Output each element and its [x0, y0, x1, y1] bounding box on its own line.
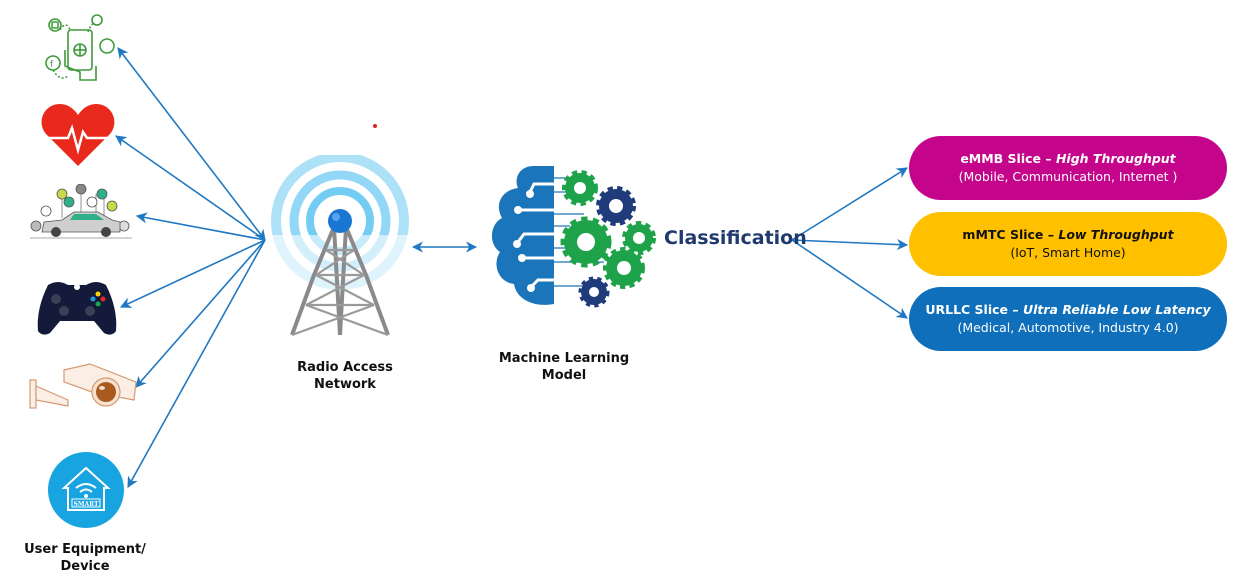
slice-embb-title: eMMB Slice – High Throughput	[960, 151, 1176, 166]
ran-label: Radio Access Network	[280, 359, 410, 393]
arrow-classification-urllc	[791, 239, 908, 319]
gear-green-2	[560, 216, 612, 268]
ran-label-line2: Network	[314, 377, 376, 392]
cctv-camera-icon	[29, 363, 137, 409]
smart-home-icon: SMART	[48, 452, 124, 528]
slice-embb: eMMB Slice – High Throughput (Mobile, Co…	[909, 136, 1227, 200]
arrow-device-phone	[117, 47, 266, 241]
gear-green-4	[603, 247, 645, 289]
gear-green-1	[562, 170, 598, 206]
brain-icon	[491, 166, 554, 305]
slice-mmtc-subtitle: (IoT, Smart Home)	[1010, 245, 1126, 260]
arrow-device-camera	[135, 239, 266, 388]
ran-label-line1: Radio Access	[297, 360, 393, 375]
svg-text:f: f	[50, 60, 54, 70]
arrow-device-health	[115, 135, 266, 241]
arrow-device-car	[135, 212, 266, 241]
classification-label: Classification	[664, 227, 807, 249]
game-controller-icon	[37, 282, 117, 335]
arrow-device-smarthome	[127, 239, 266, 488]
smart-badge: SMART	[74, 501, 100, 508]
ml-model-label: Machine Learning Model	[494, 350, 634, 384]
ml-brain-gears-icon	[491, 166, 656, 308]
connected-car-icon	[30, 184, 132, 239]
red-dot	[373, 124, 377, 128]
slice-mmtc: mMTC Slice – Low Throughput (IoT, Smart …	[909, 212, 1227, 276]
slice-urllc-subtitle: (Medical, Automotive, Industry 4.0)	[957, 320, 1179, 335]
heart-pulse-icon	[41, 104, 115, 166]
slice-embb-subtitle: (Mobile, Communication, Internet )	[958, 169, 1178, 184]
user-equipment-label: User Equipment/ Device	[10, 541, 160, 575]
slice-urllc: URLLC Slice – Ultra Reliable Low Latency…	[909, 287, 1227, 351]
slice-urllc-title: URLLC Slice – Ultra Reliable Low Latency	[925, 302, 1211, 317]
phone-social-icon: f	[45, 14, 115, 81]
slice-mmtc-title: mMTC Slice – Low Throughput	[962, 227, 1174, 242]
arrow-classification-embb	[791, 167, 908, 241]
arrow-device-gaming	[119, 239, 266, 308]
gear-green-3	[622, 221, 656, 255]
ml-label-line2: Model	[541, 368, 587, 383]
gear-navy-2	[578, 276, 610, 308]
user-equipment-label-line2: Device	[60, 559, 110, 574]
arrow-classification-mmtc	[791, 238, 909, 251]
gear-navy-1	[596, 186, 636, 226]
ml-label-line1: Machine Learning	[498, 351, 630, 366]
radio-tower-icon	[270, 155, 410, 345]
user-equipment-label-line1: User Equipment/	[24, 542, 146, 557]
